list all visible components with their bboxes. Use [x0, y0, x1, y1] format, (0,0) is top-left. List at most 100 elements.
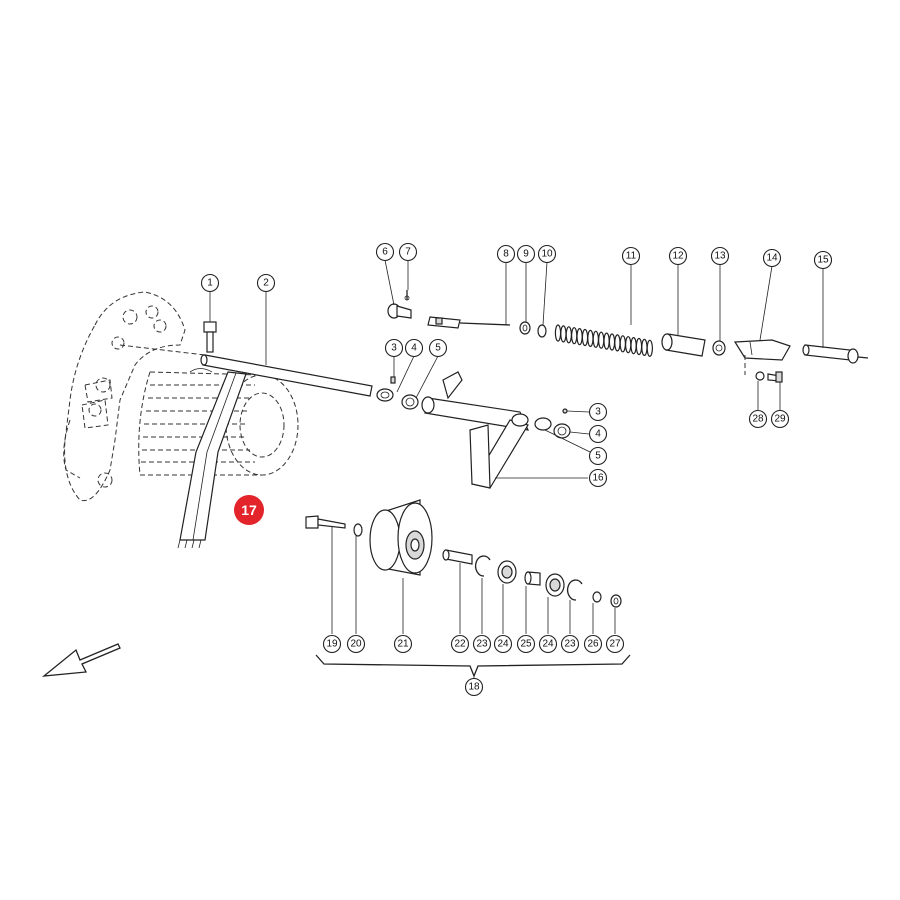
callout-16: 16 [588, 468, 608, 488]
spring-coil [619, 335, 627, 353]
svg-text:8: 8 [503, 249, 509, 260]
svg-text:7: 7 [405, 247, 411, 258]
callout-24b: 24 [538, 634, 558, 654]
circlips [474, 555, 583, 601]
callout-4b: 4 [588, 424, 608, 444]
spring-coil [646, 339, 654, 357]
bolt-1 [203, 321, 217, 353]
bolt-19 [305, 515, 363, 537]
washers-9-10 [519, 321, 547, 338]
svg-text:17: 17 [241, 502, 257, 518]
spring-coil [592, 330, 600, 348]
spring-coil [625, 336, 632, 354]
svg-text:4: 4 [595, 429, 601, 440]
svg-text:5: 5 [435, 343, 441, 354]
spring-coil [554, 324, 562, 342]
callout-24: 24 [493, 634, 513, 654]
svg-text:28: 28 [752, 414, 764, 425]
callout-4: 4 [404, 338, 424, 358]
callout-25: 25 [516, 634, 536, 654]
highlight-callout-17[interactable]: 17 [234, 495, 264, 525]
svg-text:11: 11 [626, 251, 637, 262]
idler-pulley [369, 499, 433, 576]
svg-text:18: 18 [468, 682, 480, 693]
callout-5b: 5 [588, 446, 608, 466]
callout-11: 11 [621, 246, 641, 266]
svg-text:19: 19 [326, 639, 338, 650]
svg-text:14: 14 [766, 253, 778, 264]
spring-coil [587, 329, 594, 347]
svg-text:25: 25 [520, 639, 532, 650]
pin [802, 344, 869, 364]
spring-coil [581, 328, 589, 347]
callout-12: 12 [668, 246, 688, 266]
bolt-6 [387, 290, 412, 319]
svg-text:23: 23 [476, 639, 488, 650]
direction-arrow [41, 643, 121, 677]
sleeve [661, 333, 706, 357]
adjuster-rod [427, 316, 511, 329]
callout-23: 23 [472, 634, 492, 654]
svg-text:13: 13 [714, 251, 726, 262]
callout-26: 26 [583, 634, 603, 654]
svg-text:3: 3 [391, 343, 397, 354]
spring-coil [614, 334, 621, 352]
spring-coil [641, 338, 648, 356]
callout-14: 14 [762, 248, 782, 268]
svg-text:6: 6 [382, 247, 388, 258]
svg-text:4: 4 [411, 343, 417, 354]
bearings [497, 560, 565, 597]
callout-28: 28 [748, 409, 768, 429]
svg-text:23: 23 [564, 639, 576, 650]
svg-text:9: 9 [523, 249, 529, 260]
svg-text:27: 27 [609, 639, 621, 650]
callout-3: 3 [384, 338, 404, 358]
callout-7: 7 [398, 242, 418, 262]
callout-5: 5 [428, 338, 448, 358]
svg-text:20: 20 [350, 639, 362, 650]
svg-text:21: 21 [397, 639, 409, 650]
callout-19: 19 [322, 634, 342, 654]
svg-text:5: 5 [595, 451, 601, 462]
leader-lines [209, 259, 824, 678]
svg-text:1: 1 [207, 278, 213, 289]
svg-text:29: 29 [774, 414, 786, 425]
spring-coil [608, 333, 616, 351]
spring-coil [630, 337, 637, 355]
callout-18: 18 [464, 677, 484, 697]
callout-3b: 3 [588, 402, 608, 422]
svg-text:22: 22 [454, 639, 466, 650]
svg-text:10: 10 [541, 249, 553, 260]
callout-2: 2 [256, 273, 276, 293]
svg-text:12: 12 [672, 251, 684, 262]
callout-8: 8 [496, 244, 516, 264]
drive-belt [177, 368, 247, 549]
callout-6: 6 [375, 242, 395, 262]
callout-20: 20 [346, 634, 366, 654]
callout-10: 10 [537, 244, 557, 264]
spring-coil [603, 332, 610, 350]
spacer-25 [524, 571, 541, 586]
spring-coil [576, 328, 583, 346]
bush [712, 340, 726, 356]
tension-arm [421, 371, 530, 489]
svg-text:26: 26 [587, 639, 599, 650]
bracket [733, 339, 791, 375]
callout-1: 1 [200, 273, 220, 293]
shaft-end-parts [376, 376, 419, 410]
callout-13: 13 [710, 246, 730, 266]
svg-text:15: 15 [817, 255, 829, 266]
washer-bolt-28-29 [755, 371, 783, 383]
spring-coil [598, 331, 605, 349]
callout-23b: 23 [560, 634, 580, 654]
arm-pivot-parts [534, 408, 571, 439]
callout-9: 9 [516, 244, 536, 264]
svg-text:24: 24 [542, 639, 554, 650]
spring-coil [560, 325, 567, 343]
svg-text:3: 3 [595, 407, 601, 418]
svg-text:16: 16 [592, 473, 604, 484]
callout-15: 15 [813, 250, 833, 270]
spring [554, 324, 654, 357]
spring-coil [565, 326, 573, 344]
